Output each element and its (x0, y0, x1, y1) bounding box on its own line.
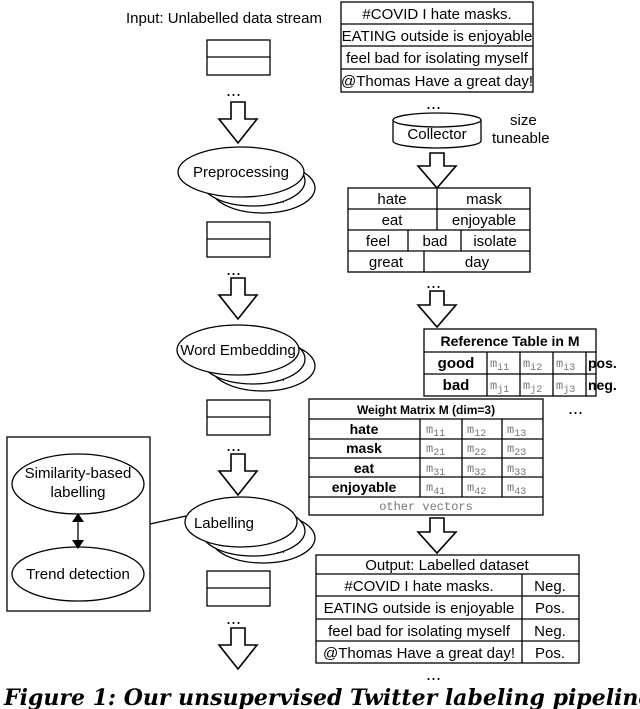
down-arrow (416, 152, 458, 190)
ellipsis: ... (426, 93, 441, 113)
svg-text:m31: m31 (426, 462, 445, 479)
stream-box (206, 399, 271, 436)
preprocessing-stack: … (177, 146, 316, 214)
input-stream-table (340, 1, 534, 93)
svg-text:m23: m23 (507, 442, 526, 459)
svg-text:eat: eat (354, 460, 375, 476)
reference-table (423, 328, 597, 397)
svg-text:hate: hate (350, 421, 379, 437)
svg-text:m13: m13 (507, 423, 526, 440)
token: day (465, 254, 490, 271)
weight-matrix-table (308, 398, 544, 516)
ellipsis: ... (226, 608, 241, 628)
input-row-2: EATING outside is enjoyable (342, 28, 533, 45)
svg-text:Pos.: Pos. (535, 600, 565, 617)
output-table (315, 554, 580, 664)
collector-cylinder (392, 112, 482, 149)
stream-box (206, 39, 271, 76)
ellipsis: ... (426, 272, 441, 292)
down-arrow (416, 290, 458, 329)
down-arrow (217, 453, 259, 497)
token: isolate (473, 233, 516, 250)
token: hate (377, 191, 406, 208)
svg-text:#COVID I hate masks.: #COVID I hate masks. (344, 578, 493, 595)
stack-dots: … (276, 195, 285, 205)
ref-label: pos. (588, 355, 617, 371)
svg-text:m41: m41 (426, 481, 445, 498)
input-row-3: feel bad for isolating myself (346, 50, 529, 67)
token: enjoyable (452, 212, 516, 229)
stream-box (206, 221, 271, 258)
reference-title: Reference Table in M (440, 333, 579, 349)
svg-text:feel bad for isolating myself: feel bad for isolating myself (328, 623, 511, 640)
svg-text:m21: m21 (426, 442, 445, 459)
input-row-4: @Thomas Have a great day! (341, 73, 533, 90)
labelling-stack: … (184, 496, 316, 564)
collector-label: Collector (407, 126, 466, 143)
stream-box (206, 570, 271, 607)
other-vectors: other vectors (379, 500, 473, 514)
svg-text:Neg.: Neg. (534, 623, 566, 640)
word-embedding-label: Word Embedding (180, 342, 296, 359)
arrow-down-head (72, 540, 84, 549)
ellipsis: ... (226, 80, 241, 100)
similarity-label-line2: labelling (50, 484, 105, 501)
output-title: Output: Labelled dataset (365, 557, 529, 574)
token: feel (366, 233, 390, 250)
svg-text:mask: mask (346, 440, 382, 456)
token: great (369, 254, 404, 271)
down-arrow (416, 517, 458, 555)
weight-matrix-title: Weight Matrix M (dim=3) (357, 403, 495, 417)
svg-text:mj2: mj2 (523, 379, 542, 396)
ellipsis: ... (426, 664, 441, 684)
labelling-label: Labelling (194, 515, 254, 532)
down-arrow (217, 627, 259, 671)
token: bad (422, 233, 447, 250)
figure-caption: Figure 1: Our unsupervised Twitter label… (3, 685, 640, 709)
svg-text:m11: m11 (426, 423, 445, 440)
svg-text:m22: m22 (467, 442, 486, 459)
ellipsis: ... (226, 435, 241, 455)
collector-note-1: size (510, 112, 537, 129)
svg-text:m33: m33 (507, 462, 526, 479)
svg-text:mi1: mi1 (490, 357, 509, 374)
svg-text:m43: m43 (507, 481, 526, 498)
preprocessing-label: Preprocessing (193, 164, 289, 181)
svg-text:m32: m32 (467, 462, 486, 479)
trend-detection-label: Trend detection (26, 566, 130, 583)
down-arrow (217, 101, 259, 145)
arrow-up-head (72, 513, 84, 522)
token: eat (382, 212, 404, 229)
word-embedding-stack: … (176, 324, 316, 392)
labelling-detail-panel (6, 436, 187, 612)
similarity-label-line1: Similarity-based (25, 465, 132, 482)
svg-text:Neg.: Neg. (534, 578, 566, 595)
svg-text:m42: m42 (467, 481, 486, 498)
ellipsis: ... (226, 259, 241, 279)
collector-note-2: tuneable (492, 130, 550, 147)
svg-text:enjoyable: enjoyable (332, 479, 397, 495)
svg-text:mj3: mj3 (556, 379, 575, 396)
svg-text:Pos.: Pos. (535, 645, 565, 662)
stack-dots: … (276, 373, 285, 383)
ref-word: bad (443, 377, 470, 394)
tokens-table (347, 187, 531, 273)
stack-dots: … (276, 545, 285, 555)
ellipsis: ... (568, 398, 583, 418)
svg-text:@Thomas Have a great day!: @Thomas Have a great day! (323, 645, 515, 662)
svg-text:mj1: mj1 (490, 379, 509, 396)
svg-text:mi3: mi3 (556, 357, 575, 374)
ref-word: good (438, 355, 475, 372)
input-row-1: #COVID I hate masks. (362, 6, 511, 23)
svg-text:EATING outside is enjoyable: EATING outside is enjoyable (324, 600, 515, 617)
input-label: Input: Unlabelled data stream (126, 10, 322, 27)
svg-text:mi2: mi2 (523, 357, 542, 374)
ref-label: neg. (588, 377, 617, 393)
down-arrow (217, 277, 259, 321)
token: mask (466, 191, 502, 208)
svg-text:m12: m12 (467, 423, 486, 440)
